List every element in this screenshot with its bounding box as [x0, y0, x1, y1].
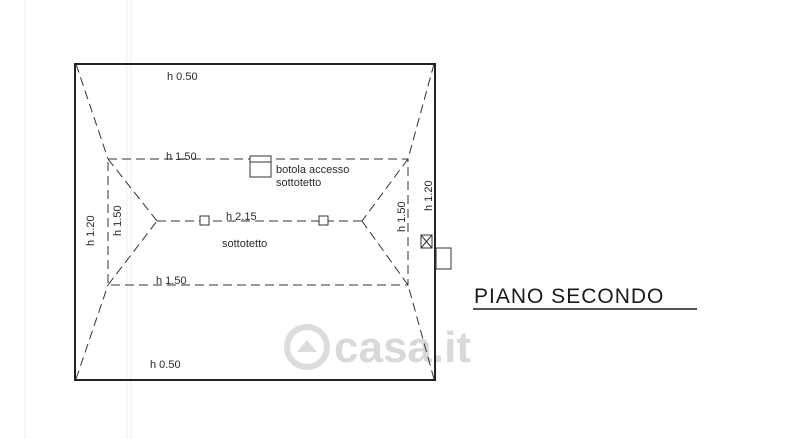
- ridge-marker-left: [199, 215, 210, 226]
- label-top-inner: h 1.50: [166, 151, 197, 163]
- plan-title: PIANO SECONDO: [474, 285, 664, 308]
- scan-artifacts: [24, 0, 132, 439]
- label-hatch-line1: botola accesso: [276, 164, 349, 176]
- label-bottom-inner: h 1.50: [156, 275, 187, 287]
- label-left-inner: h 1.50: [112, 205, 124, 236]
- ridge-marker-right: [318, 215, 329, 226]
- inner-perimeter: [107, 158, 409, 286]
- label-top-outer: h 0.50: [167, 71, 198, 83]
- outer-wall: [74, 63, 436, 381]
- label-bottom-outer: h 0.50: [150, 359, 181, 371]
- watermark: casa.it: [284, 323, 471, 372]
- label-right-inner: h 1.50: [396, 201, 408, 232]
- attic-hatch: [249, 155, 272, 178]
- label-right-outer: h 1.20: [423, 180, 435, 211]
- watermark-text: casa.it: [334, 323, 471, 372]
- label-hatch-line2: sottotetto: [276, 177, 321, 189]
- label-ridge: h 2.15: [226, 211, 257, 223]
- label-room: sottotetto: [222, 238, 267, 250]
- label-left-outer: h 1.20: [85, 215, 97, 246]
- chimney: [435, 247, 452, 270]
